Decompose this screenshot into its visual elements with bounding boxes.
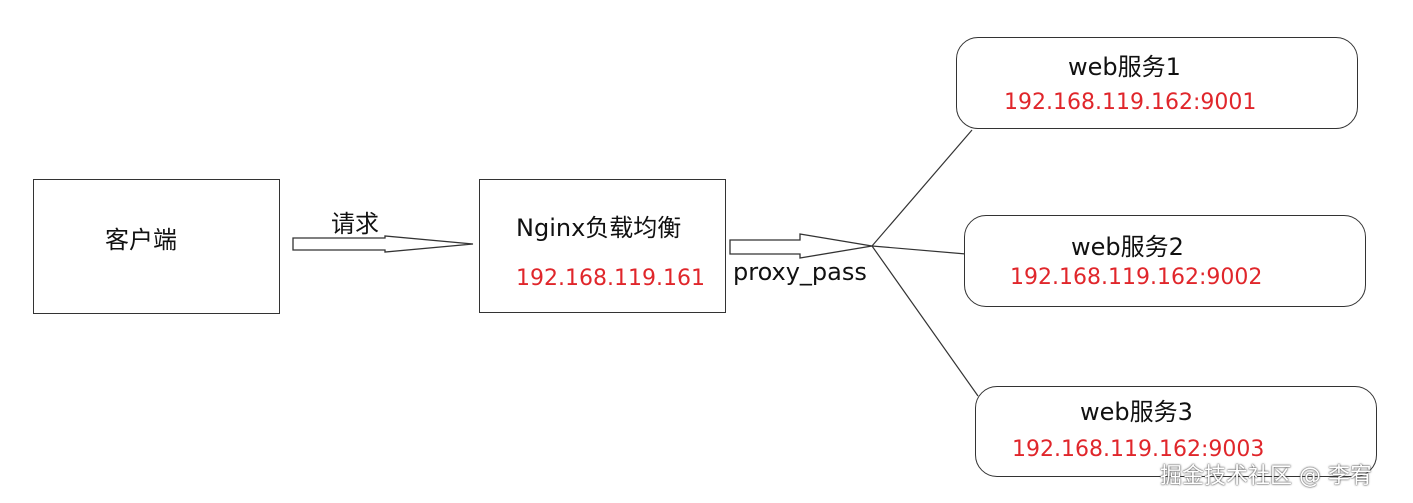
request-arrow-shape	[292, 235, 474, 253]
web-server-3-box	[975, 386, 1377, 477]
web-server-1-title: web服务1	[1068, 53, 1181, 81]
request-label: 请求	[331, 210, 379, 238]
watermark: 掘金技术社区 @ 李宥	[1160, 464, 1372, 489]
web-server-2-ip: 192.168.119.162:9002	[1010, 265, 1263, 290]
proxy-pass-label: proxy_pass	[733, 258, 867, 286]
connector-web3	[871, 245, 979, 397]
nginx-ip: 192.168.119.161	[516, 266, 705, 291]
nginx-box	[479, 179, 726, 313]
web-server-3-title: web服务3	[1080, 398, 1193, 426]
web-server-2-title: web服务2	[1071, 233, 1184, 261]
web-server-1-box	[956, 37, 1358, 129]
client-label: 客户端	[105, 226, 177, 254]
proxy-pass-arrow-shape	[729, 233, 873, 259]
web-server-1-ip: 192.168.119.162:9001	[1004, 90, 1257, 115]
web-server-3-ip: 192.168.119.162:9003	[1012, 437, 1265, 462]
nginx-title: Nginx负载均衡	[516, 214, 682, 242]
web-server-2-box	[964, 215, 1366, 307]
connector-web2	[871, 245, 967, 255]
connector-web1	[871, 129, 973, 247]
client-box	[33, 179, 280, 314]
